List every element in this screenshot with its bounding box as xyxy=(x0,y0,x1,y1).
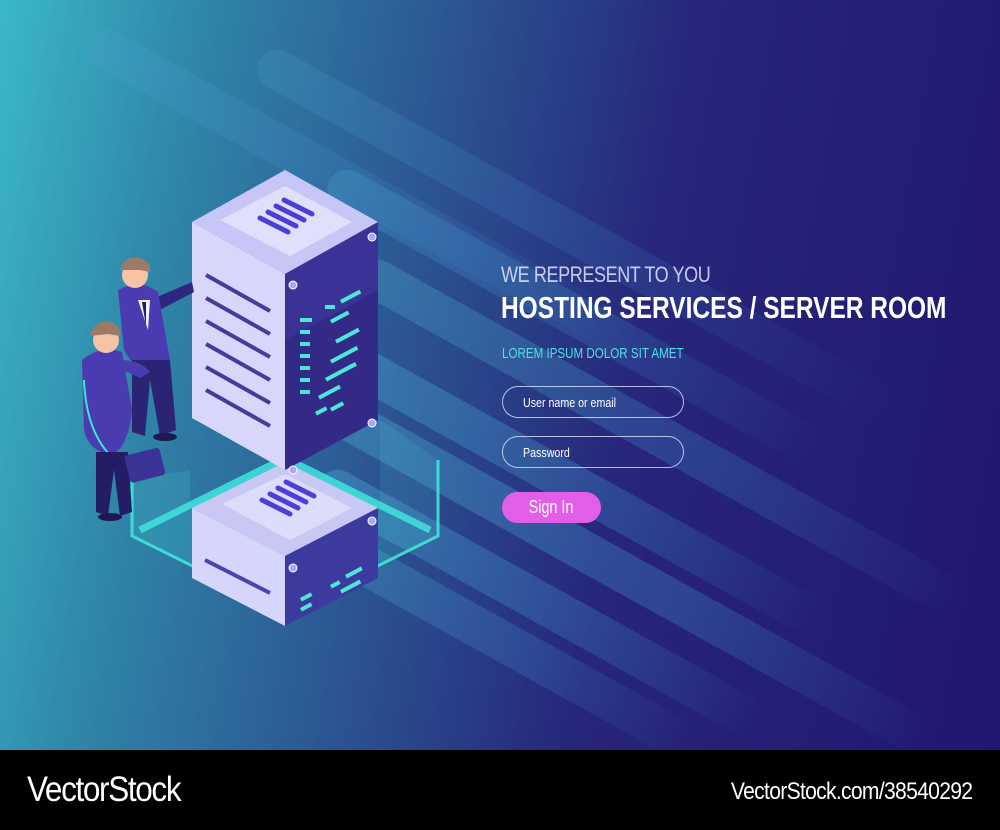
server-led-pattern xyxy=(300,289,362,416)
image-id-text: VectorStock.com/38540292 xyxy=(730,778,973,805)
watermark-footer: VectorStock VectorStock.com/38540292 xyxy=(0,750,1000,830)
username-input[interactable]: User name or email xyxy=(502,386,684,418)
username-placeholder: User name or email xyxy=(523,394,617,410)
page-title: HOSTING SERVICES / SERVER ROOM xyxy=(501,290,947,325)
brand-logo: VectorStock xyxy=(27,770,182,809)
password-input[interactable]: Password xyxy=(502,436,684,468)
password-placeholder: Password xyxy=(523,444,570,460)
server-tower-icon xyxy=(192,170,378,475)
businessman-figure xyxy=(118,257,194,441)
hero-banner: WE REPRESENT TO YOU HOSTING SERVICES / S… xyxy=(0,0,1000,750)
server-room-illustration xyxy=(82,170,440,626)
sign-in-label: Sign In xyxy=(529,497,574,517)
businessman-with-briefcase-figure xyxy=(82,321,166,521)
sign-in-button[interactable]: Sign In xyxy=(502,492,601,523)
eyebrow-text: WE REPRESENT TO YOU xyxy=(501,262,711,287)
hero-heading: WE REPRESENT TO YOU HOSTING SERVICES / S… xyxy=(501,262,1000,326)
server-box-icon xyxy=(192,462,378,626)
subtitle-text: LOREM IPSUM DOLOR SIT AMET xyxy=(502,346,684,362)
